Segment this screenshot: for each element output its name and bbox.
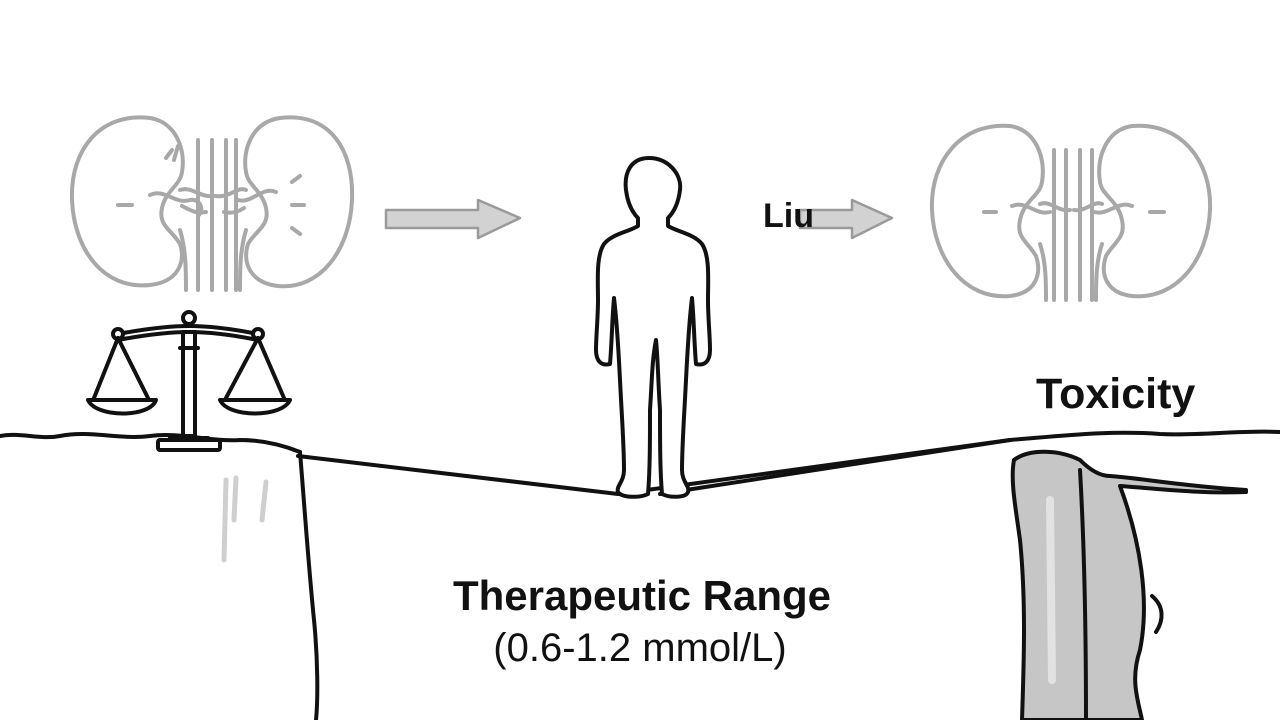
therapeutic-range-title: Therapeutic Range [452,572,832,619]
right-kidneys-icon [929,123,1213,302]
lithium-label: Liu [763,197,814,235]
left-kidneys-icon [69,115,355,292]
arrow-right-icon [798,198,894,240]
person-icon [594,156,712,499]
balance-scale-icon [86,310,292,452]
therapeutic-range-value: (0.6-1.2 mmol/L) [493,626,787,670]
ground-line [0,429,1280,720]
right-cliff-icon [1010,449,1248,720]
toxicity-label: Toxicity [1036,370,1196,418]
left-cliff-icon [221,475,269,563]
arrow-right-icon [384,198,522,240]
